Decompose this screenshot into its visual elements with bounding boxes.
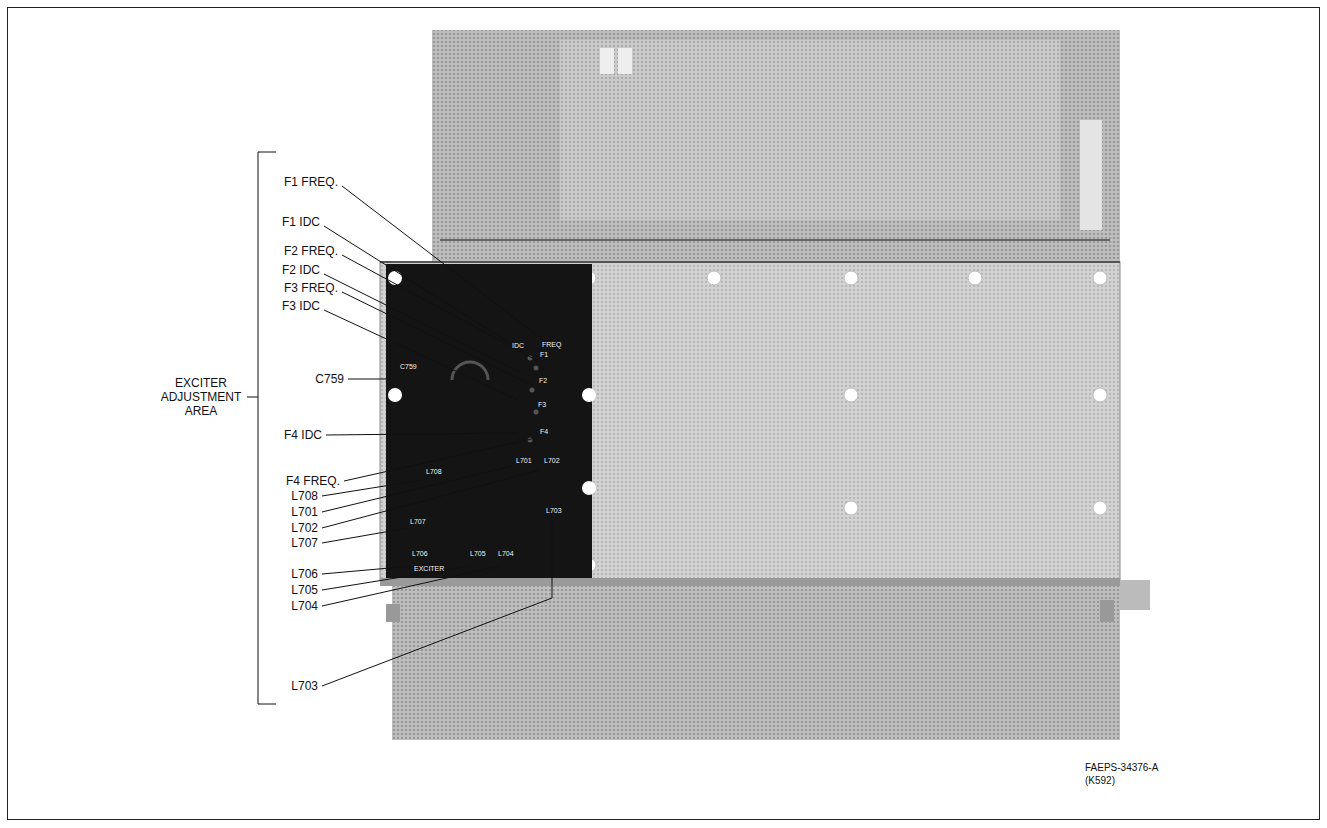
board-marking: L703 [546,507,562,515]
board-marking: L705 [470,550,486,558]
group-label: EXCITER ADJUSTMENT AREA [158,376,244,418]
callout-label: L703 [291,679,318,693]
board-marking: L708 [426,468,442,476]
callout-label: L705 [291,583,318,597]
callout-label: F1 IDC [282,215,320,229]
board-marking: F4 [540,428,548,436]
board-marking: L704 [498,550,514,558]
board-marking: FREQ [542,341,561,349]
callout-label: L701 [291,505,318,519]
callout-label: C759 [315,372,344,386]
callout-label: F3 FREQ. [284,281,338,295]
callout-label: L707 [291,536,318,550]
board-marking: L702 [544,457,560,465]
callout-label: L708 [291,489,318,503]
callout-label: L706 [291,567,318,581]
callout-label: F2 FREQ. [284,244,338,258]
figure-number: (K592) [1085,775,1115,787]
board-marking: EXCITER [414,565,444,573]
figure-number: FAEPS-34376-A [1085,762,1158,774]
board-marking: F1 [540,351,548,359]
board-marking: L707 [410,518,426,526]
board-marking: F3 [538,401,546,409]
board-marking: L701 [516,457,532,465]
board-marking: IDC [512,342,524,350]
callout-label: F2 IDC [282,263,320,277]
callout-label: F3 IDC [282,299,320,313]
board-marking: F2 [539,377,547,385]
callout-label: L704 [291,599,318,613]
callout-label: F4 FREQ. [286,474,340,488]
board-marking: L706 [412,550,428,558]
callout-label: F4 IDC [284,428,322,442]
callout-label: L702 [291,521,318,535]
board-marking: C759 [400,363,417,371]
callout-label: F1 FREQ. [284,175,338,189]
